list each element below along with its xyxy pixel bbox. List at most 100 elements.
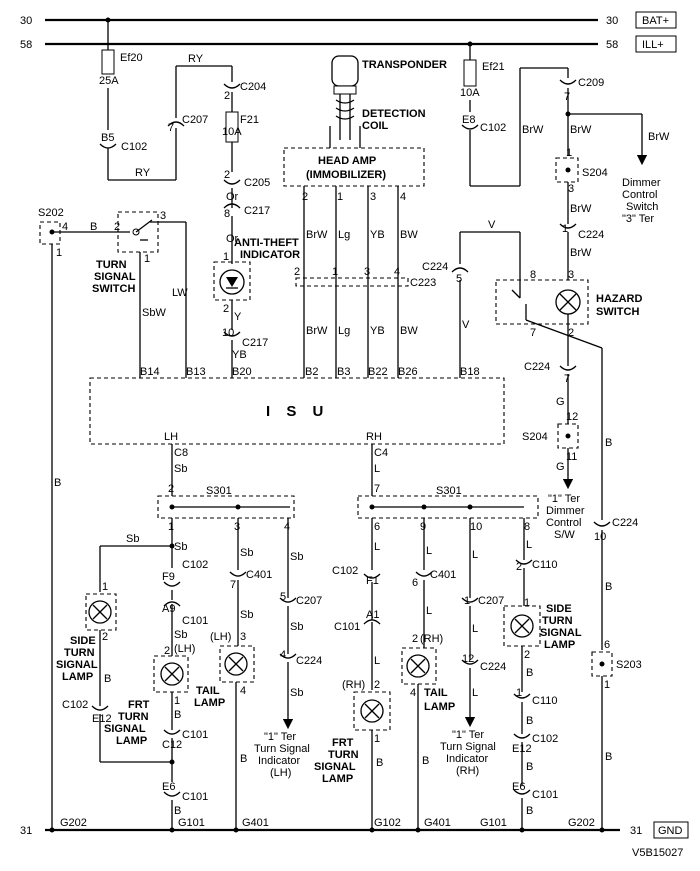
svg-text:1: 1 [374, 733, 380, 745]
svg-text:8: 8 [530, 269, 536, 281]
svg-text:1: 1 [174, 695, 180, 707]
svg-text:YB: YB [370, 229, 385, 241]
svg-text:COIL: COIL [362, 120, 389, 132]
svg-text:7: 7 [530, 327, 536, 339]
svg-text:B14: B14 [140, 366, 160, 378]
svg-text:F9: F9 [162, 571, 175, 583]
svg-text:L: L [472, 687, 478, 699]
svg-text:TURN: TURN [542, 615, 573, 627]
svg-text:S204: S204 [522, 431, 548, 443]
turn-indicator-rh-wire: L 1 C207 L 12 C224 L "1" Ter Turn Signal… [440, 518, 506, 777]
svg-text:Sb: Sb [174, 463, 187, 475]
svg-text:B: B [526, 805, 533, 817]
svg-text:1: 1 [168, 521, 174, 533]
bat-rail: 30 30 BAT+ [20, 11, 677, 29]
svg-text:G202: G202 [60, 817, 87, 829]
svg-text:Ef21: Ef21 [482, 61, 505, 73]
svg-text:7: 7 [168, 122, 174, 134]
svg-text:SWITCH: SWITCH [92, 283, 135, 295]
svg-text:FRT: FRT [128, 699, 150, 711]
svg-text:31: 31 [630, 825, 642, 837]
svg-text:1: 1 [604, 679, 610, 691]
svg-text:4: 4 [394, 266, 400, 278]
svg-text:B5: B5 [101, 132, 114, 144]
svg-text:B: B [104, 673, 111, 685]
svg-text:1: 1 [223, 251, 229, 263]
svg-text:Sb: Sb [174, 541, 187, 553]
svg-text:G202: G202 [568, 817, 595, 829]
rh-output: C4 L 7 S301 6 9 10 8 [357, 444, 539, 533]
hazard-switch: 8 3 7 2 B HAZARD SWITCH [495, 269, 642, 520]
svg-text:C205: C205 [244, 177, 270, 189]
svg-text:SWITCH: SWITCH [596, 306, 639, 318]
svg-text:C207: C207 [478, 595, 504, 607]
lh-output: C8 Sb 2 S301 1 3 4 [157, 444, 295, 533]
svg-text:(RH): (RH) [420, 633, 443, 645]
svg-text:LAMP: LAMP [194, 697, 225, 709]
svg-text:5: 5 [456, 273, 462, 285]
svg-text:58: 58 [606, 39, 618, 51]
svg-text:BrW: BrW [570, 203, 592, 215]
svg-text:LAMP: LAMP [424, 701, 455, 713]
svg-text:2: 2 [168, 483, 174, 495]
svg-text:E6: E6 [512, 781, 525, 793]
svg-text:1: 1 [562, 223, 568, 235]
svg-text:TRANSPONDER: TRANSPONDER [362, 59, 447, 71]
svg-text:4: 4 [62, 221, 68, 233]
svg-text:3: 3 [364, 266, 370, 278]
svg-text:1: 1 [524, 597, 530, 609]
svg-text:B: B [605, 437, 612, 449]
svg-text:9: 9 [420, 521, 426, 533]
svg-text:C102: C102 [332, 565, 358, 577]
svg-text:3: 3 [568, 269, 574, 281]
svg-text:(LH): (LH) [270, 767, 291, 779]
svg-text:Sb: Sb [126, 533, 139, 545]
svg-text:TURN: TURN [64, 647, 95, 659]
svg-text:6: 6 [412, 577, 418, 589]
document-code: V5B15027 [632, 847, 683, 859]
dimmer-s204-branch: C224 7 G 12 S204 11 G "1" Ter Dimmer Con… [522, 361, 585, 541]
frt-turn-lamp-lh: F9 C102 A9 C101 Sb 2 (LH) 1 B FRT TURN S… [104, 559, 208, 833]
svg-text:8: 8 [524, 521, 530, 533]
svg-text:LAMP: LAMP [62, 671, 93, 683]
svg-text:B: B [526, 761, 533, 773]
svg-text:C209: C209 [578, 77, 604, 89]
svg-text:1: 1 [337, 191, 343, 203]
svg-text:10: 10 [594, 531, 606, 543]
svg-text:C224: C224 [612, 517, 638, 529]
svg-text:E12: E12 [92, 713, 112, 725]
svg-text:S301: S301 [436, 485, 462, 497]
svg-text:(LH): (LH) [174, 643, 195, 655]
svg-text:30: 30 [606, 15, 618, 27]
svg-text:"1" Ter: "1" Ter [452, 729, 484, 741]
svg-text:SIGNAL: SIGNAL [540, 627, 582, 639]
svg-text:HEAD AMP: HEAD AMP [318, 155, 376, 167]
svg-text:INDICATOR: INDICATOR [240, 249, 300, 261]
right-ground-wire: 10 C224 B 6 S203 1 B G202 [568, 517, 642, 833]
svg-text:1: 1 [144, 253, 150, 265]
svg-text:B: B [90, 221, 97, 233]
svg-text:Indicator: Indicator [258, 755, 301, 767]
svg-text:B: B [54, 477, 61, 489]
svg-text:C207: C207 [296, 595, 322, 607]
svg-text:ILL+: ILL+ [642, 39, 664, 51]
svg-text:C217: C217 [244, 205, 270, 217]
anti-theft-indicator-led: 1 2 ANTI-THEFT INDICATOR Y 10 C217 YB [213, 237, 300, 378]
tail-lamp-lh: Sb 7 C401 Sb (LH) 3 4 TAIL LAMP B G401 [194, 518, 272, 833]
fuse-ef21 [463, 59, 477, 87]
svg-text:B18: B18 [460, 366, 480, 378]
svg-text:6: 6 [604, 639, 610, 651]
svg-text:E6: E6 [162, 781, 175, 793]
svg-text:2: 2 [294, 266, 300, 278]
svg-text:2: 2 [374, 679, 380, 691]
svg-text:C224: C224 [524, 361, 550, 373]
svg-text:7: 7 [564, 91, 570, 103]
svg-text:"1" Ter: "1" Ter [548, 493, 580, 505]
svg-text:C401: C401 [246, 569, 272, 581]
svg-text:10: 10 [222, 327, 234, 339]
svg-text:Control: Control [546, 517, 581, 529]
svg-text:25A: 25A [99, 75, 119, 87]
svg-text:2: 2 [114, 221, 120, 233]
svg-text:G401: G401 [424, 817, 451, 829]
svg-text:4: 4 [240, 685, 246, 697]
